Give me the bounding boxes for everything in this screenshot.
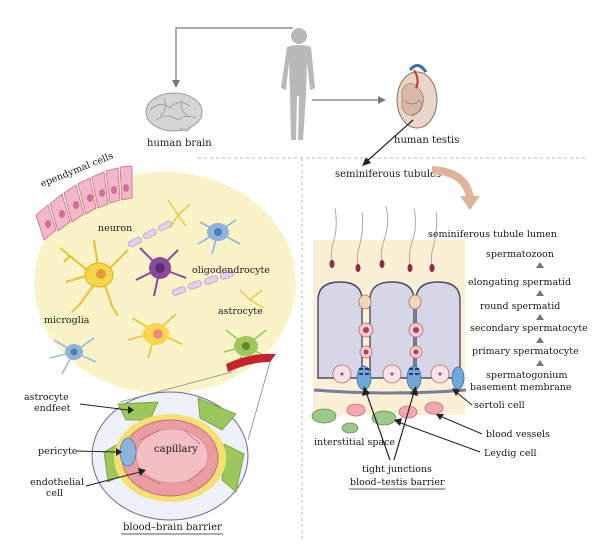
endfeet-arrow-head <box>128 406 134 414</box>
glial-processes <box>167 199 265 309</box>
endothelial-label-line1: endothelial <box>30 477 84 488</box>
secondary-spermatocyte-label: secondary spermatocyte <box>470 323 588 334</box>
pericyte-arrow-head <box>116 448 122 456</box>
round-spermatid-label: round spermatid <box>480 301 560 312</box>
oligodendrocyte-label: oligodendrocyte <box>192 265 270 276</box>
astrocyte-endfeet-label-line2: endfeet <box>34 403 71 414</box>
tight-junction-arrow-right <box>393 391 415 461</box>
brain-tissue-background <box>34 172 296 394</box>
blood-vessel-icon <box>226 353 276 372</box>
human-brain-label: human brain <box>147 138 212 149</box>
brain-panel: ependymal cells neuron <box>24 150 296 535</box>
sertoli-cell-label: sertoli cell <box>474 400 525 411</box>
arrow-to-tubules-head <box>362 157 371 166</box>
capillary-lumen <box>135 428 209 484</box>
human-figure-icon <box>281 28 315 140</box>
microglia-cell <box>49 337 97 375</box>
tight-junction-arrow-left-head <box>362 386 370 396</box>
endfeet-arrow <box>79 403 129 411</box>
blood-vessels-arrow-head <box>436 414 444 420</box>
tight-junctions-label: tight junctions <box>362 464 432 475</box>
curved-arrow-icon <box>431 166 474 201</box>
neuron-label: neuron <box>98 223 132 234</box>
myelinated-axon <box>128 220 235 296</box>
connector-to-brain <box>175 27 293 82</box>
testis-panel: seminiferous tubule lumen spermatozoon e… <box>311 205 588 490</box>
tight-junction-arrow-left <box>365 391 391 461</box>
spermatozoa-heads <box>329 260 435 272</box>
brain-icon <box>145 92 203 132</box>
arrow-to-tubules <box>365 119 414 163</box>
leydig-cell-label: Leydig cell <box>484 448 537 459</box>
ependymal-cells <box>35 165 133 241</box>
astrocyte-endfeet-label-line1: astrocyte <box>24 392 69 403</box>
arrow-to-testis <box>378 96 386 104</box>
spermatogonium-label: spermatogonium <box>486 370 567 381</box>
basement-membrane-line <box>313 388 467 395</box>
endothelial-arrow <box>85 471 141 487</box>
testis-icon <box>396 64 438 129</box>
elongating-spermatid-label: elongating spermatid <box>468 277 571 288</box>
astrocyte-cell <box>223 329 269 369</box>
capillary-zoom <box>91 391 249 521</box>
blood-brain-barrier-title: blood–brain barrier <box>123 522 222 533</box>
primary-spermatocyte-label: primary spermatocyte <box>472 346 579 357</box>
astrocyte-label: astrocyte <box>218 306 263 317</box>
oligodendrocyte-cell <box>135 247 187 297</box>
oligodendrocyte-blue-cell <box>197 219 241 255</box>
leydig-arrow-head <box>394 418 402 426</box>
human-testis-label: human testis <box>394 135 459 146</box>
blood-testis-barrier-label: blood–testis barrier <box>350 477 445 488</box>
zoom-line-right <box>247 361 271 441</box>
stage-labels: seminiferous tubule lumen spermatozoon e… <box>428 229 588 411</box>
curved-arrow-head <box>460 196 480 210</box>
blood-vessels-arrow <box>439 415 483 435</box>
pericyte-arrow <box>75 450 117 453</box>
center-yellow-cell <box>127 313 183 359</box>
endothelial-label-line2: cell <box>46 488 63 499</box>
pericyte-cell <box>119 437 137 467</box>
sertoli-columns <box>317 281 461 379</box>
interstitial-cells <box>311 401 444 434</box>
arrow-to-brain <box>172 80 180 88</box>
capillary-label: capillary <box>154 444 198 455</box>
tight-junction-arrow-right-head <box>410 386 418 396</box>
neuron-cell <box>59 239 129 317</box>
lumen-label: seminiferous tubule lumen <box>428 229 557 240</box>
interstitial-space-label: interstitial space <box>314 437 395 448</box>
top-section: human brain human testis seminiferous tu… <box>145 27 480 210</box>
seminiferous-tubules-label: seminiferous tubules <box>335 169 441 180</box>
endothelial-junctions <box>139 429 205 485</box>
endfeet-top-right <box>197 397 237 431</box>
tight-junction-marks <box>359 368 419 375</box>
tight-junction-cells <box>356 365 465 391</box>
endothelial-arrow-head <box>138 468 146 476</box>
spermatozoa-tails <box>330 205 438 267</box>
spermatozoon-label: spermatozoon <box>486 249 554 260</box>
germ-cell-nuclei <box>340 327 442 376</box>
basement-membrane-label: basement membrane <box>470 382 572 393</box>
pericyte-label: pericyte <box>38 446 78 457</box>
microglia-label: microglia <box>44 315 90 326</box>
blood-vessels-label: blood vessels <box>486 429 550 440</box>
leydig-arrow <box>397 421 481 453</box>
